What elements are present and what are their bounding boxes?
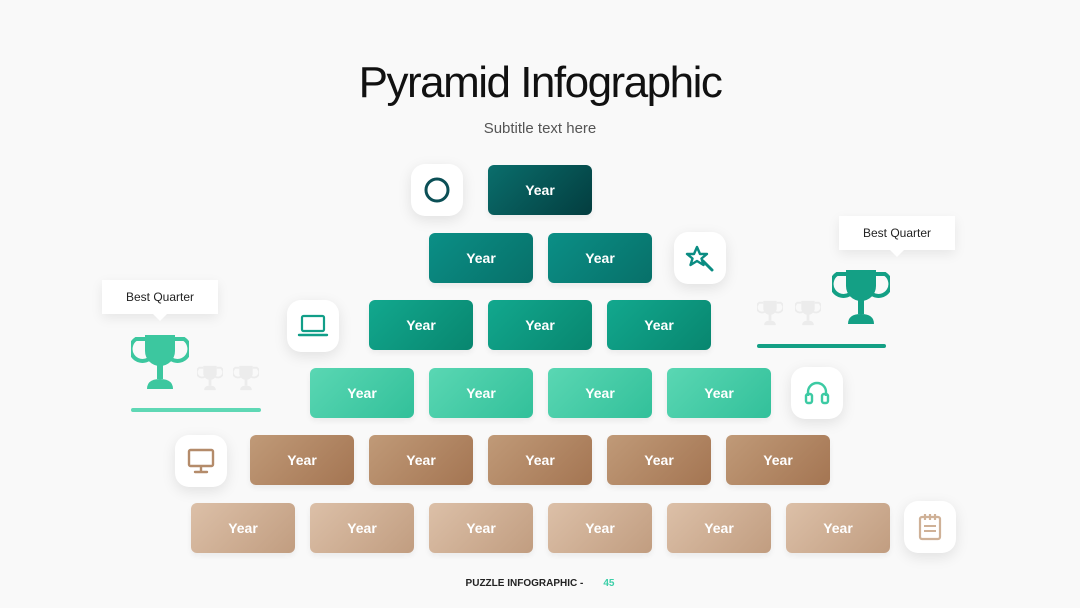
best-quarter-callout-left: Best Quarter bbox=[102, 280, 218, 321]
headset-icon bbox=[804, 381, 830, 405]
footer-label: PUZZLE INFOGRAPHIC - bbox=[465, 578, 584, 589]
headset-icon-box bbox=[791, 367, 843, 419]
pyramid-block: Year bbox=[369, 300, 473, 350]
pyramid-block: Year bbox=[310, 503, 414, 553]
monitor-icon-box bbox=[175, 435, 227, 487]
moon-icon bbox=[424, 177, 450, 203]
pyramid-block: Year bbox=[429, 503, 533, 553]
laptop-icon-box bbox=[287, 300, 339, 352]
footer: PUZZLE INFOGRAPHIC - 45 bbox=[0, 578, 1080, 589]
best-quarter-callout-right: Best Quarter bbox=[839, 216, 955, 257]
pyramid-block: Year bbox=[488, 300, 592, 350]
trophy-icon bbox=[795, 300, 821, 326]
page-title: Pyramid Infographic bbox=[358, 58, 723, 107]
pyramid-block: Year bbox=[786, 503, 890, 553]
pyramid-block: Year bbox=[667, 368, 771, 418]
magic-wand-icon-box bbox=[674, 232, 726, 284]
pyramid-block: Year bbox=[548, 503, 652, 553]
left-baseline-bar bbox=[131, 408, 261, 412]
page-subtitle: Subtitle text here bbox=[483, 120, 597, 137]
trophy-icon bbox=[131, 335, 189, 389]
pyramid-block: Year bbox=[488, 435, 592, 485]
pyramid-block: Year bbox=[667, 503, 771, 553]
pyramid-block: Year bbox=[429, 233, 533, 283]
pyramid-block: Year bbox=[726, 435, 830, 485]
trophy-icon bbox=[233, 365, 259, 391]
laptop-icon bbox=[297, 314, 329, 337]
trophy-icon bbox=[197, 365, 223, 391]
pyramid-block: Year bbox=[250, 435, 354, 485]
pyramid-block: Year bbox=[310, 368, 414, 418]
trophy-icon bbox=[832, 270, 890, 324]
pyramid-block: Year bbox=[548, 368, 652, 418]
moon-icon-box bbox=[411, 164, 463, 216]
right-baseline-bar bbox=[757, 344, 886, 348]
trophy-icon bbox=[757, 300, 783, 326]
pyramid-block: Year bbox=[607, 435, 711, 485]
pyramid-block: Year bbox=[488, 165, 592, 215]
pyramid-block: Year bbox=[607, 300, 711, 350]
magic-wand-icon bbox=[685, 245, 714, 272]
notepad-icon bbox=[918, 514, 942, 541]
page-number: 45 bbox=[603, 578, 615, 589]
pyramid-block: Year bbox=[548, 233, 652, 283]
pyramid-block: Year bbox=[369, 435, 473, 485]
notepad-icon-box bbox=[904, 501, 956, 553]
pyramid-block: Year bbox=[191, 503, 295, 553]
monitor-icon bbox=[187, 448, 215, 474]
pyramid-block: Year bbox=[429, 368, 533, 418]
